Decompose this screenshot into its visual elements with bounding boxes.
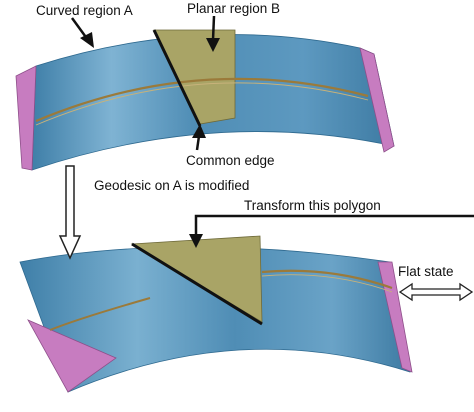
arrow-common-edge (192, 124, 206, 151)
arrow-flat-state-double (398, 282, 474, 302)
bottom-left-edge-strip (27, 319, 117, 393)
arrow-transform-polygon (189, 214, 474, 248)
bottom-right-edge-strip (377, 261, 413, 373)
arrow-curved-region-a (70, 17, 94, 48)
label-planar-region-b: Planar region B (187, 1, 280, 16)
bottom-geodesic-line-right-highlight (261, 274, 393, 293)
top-left-edge-strip (15, 65, 37, 171)
top-geodesic-line (35, 77, 369, 123)
bottom-common-edge (131, 242, 263, 326)
label-curved-region-a: Curved region A (36, 3, 133, 18)
arrow-planar-region-b (206, 15, 220, 52)
top-geodesic-line-highlight (35, 82, 369, 126)
bottom-geodesic-line-right (261, 269, 393, 290)
label-flat-state: Flat state (398, 264, 454, 279)
top-right-edge-strip (359, 47, 395, 153)
top-surface (15, 29, 395, 171)
bottom-surface (19, 235, 413, 393)
label-geodesic-modified: Geodesic on A is modified (94, 178, 249, 193)
label-transform-polygon: Transform this polygon (244, 198, 381, 213)
bottom-geodesic-line (49, 297, 151, 331)
arrow-transition-hollow (58, 165, 82, 260)
top-common-edge (152, 29, 202, 127)
label-common-edge: Common edge (186, 153, 275, 168)
